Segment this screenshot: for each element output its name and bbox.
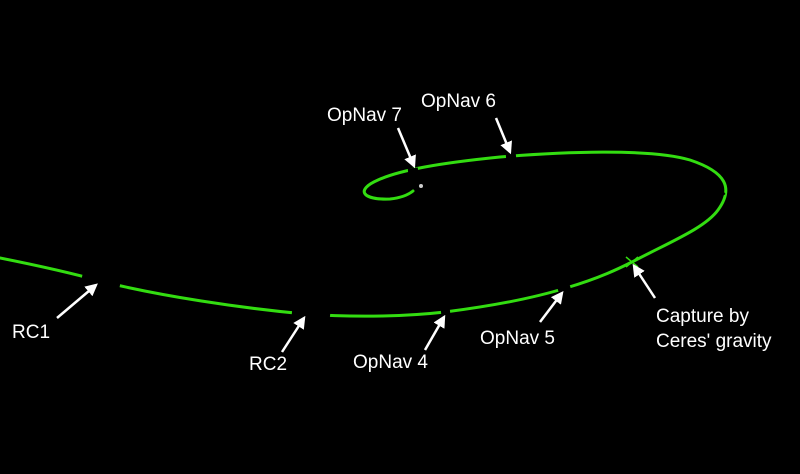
gap-right-2 xyxy=(714,190,726,200)
ceres-dot xyxy=(419,184,423,188)
label-opnav6: OpNav 6 xyxy=(421,91,496,112)
label-opnav4: OpNav 4 xyxy=(353,352,428,373)
arrow-opnav5 xyxy=(539,291,564,323)
arrow-opnav4 xyxy=(423,314,446,351)
trajectory-gaps xyxy=(81,145,726,319)
gap-opnav7 xyxy=(407,167,419,174)
capture-marker xyxy=(625,256,639,268)
gap-opnav6 xyxy=(505,153,517,160)
label-capture-line1: Capture by xyxy=(656,306,749,327)
gap-opnav5 xyxy=(557,283,571,293)
arrow-rc1 xyxy=(56,283,98,319)
gap-right-1 xyxy=(700,208,712,218)
label-capture-line2: Ceres' gravity xyxy=(656,331,772,352)
arrow-opnav7 xyxy=(396,127,416,169)
pointer-arrows xyxy=(56,117,657,353)
label-rc1: RC1 xyxy=(12,322,51,343)
arrow-rc2 xyxy=(280,315,306,353)
label-rc2: RC2 xyxy=(249,354,288,375)
gap-opnav4 xyxy=(440,308,451,315)
arrow-opnav6 xyxy=(494,117,512,155)
gap-rc1 xyxy=(81,274,121,288)
label-opnav7: OpNav 7 xyxy=(327,105,402,126)
label-opnav5: OpNav 5 xyxy=(480,328,555,349)
approach-trajectory xyxy=(0,150,728,318)
arrow-capture xyxy=(632,263,657,299)
gap-rc2 xyxy=(291,309,331,319)
